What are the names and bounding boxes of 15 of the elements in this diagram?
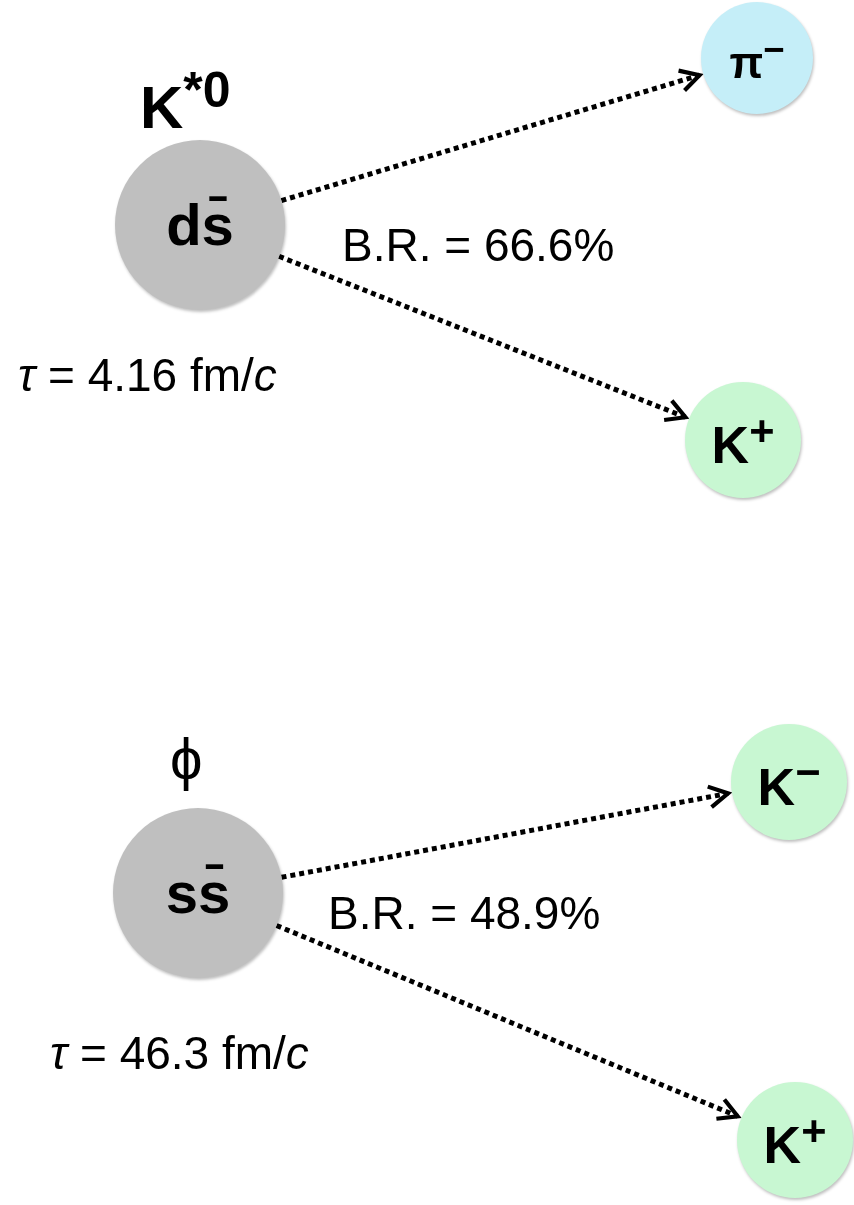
particle-circle: K$^{−}$ [731,724,847,840]
particle-circle: ss̄ [113,808,283,978]
particle-circle: π$^{−}$ [701,2,813,114]
particle-circle: K$^{+}$ [685,382,801,498]
dotted-arrow [281,784,731,880]
particle-label: K$^{*0}$ [140,65,231,138]
lifetime-label: τ = 46.3 fm/c [50,1030,309,1076]
branching-ratio-label: B.R. = 66.6% [342,222,615,268]
particle-circle: K$^{+}$ [737,1082,853,1198]
dotted-arrow [275,923,740,1121]
lifetime-label: τ = 4.16 fm/c [18,352,277,398]
dotted-arrow [278,253,688,423]
particle-circle: ds̄ [115,140,285,310]
branching-ratio-label: B.R. = 48.9% [328,890,601,936]
dotted-arrow [280,68,702,203]
